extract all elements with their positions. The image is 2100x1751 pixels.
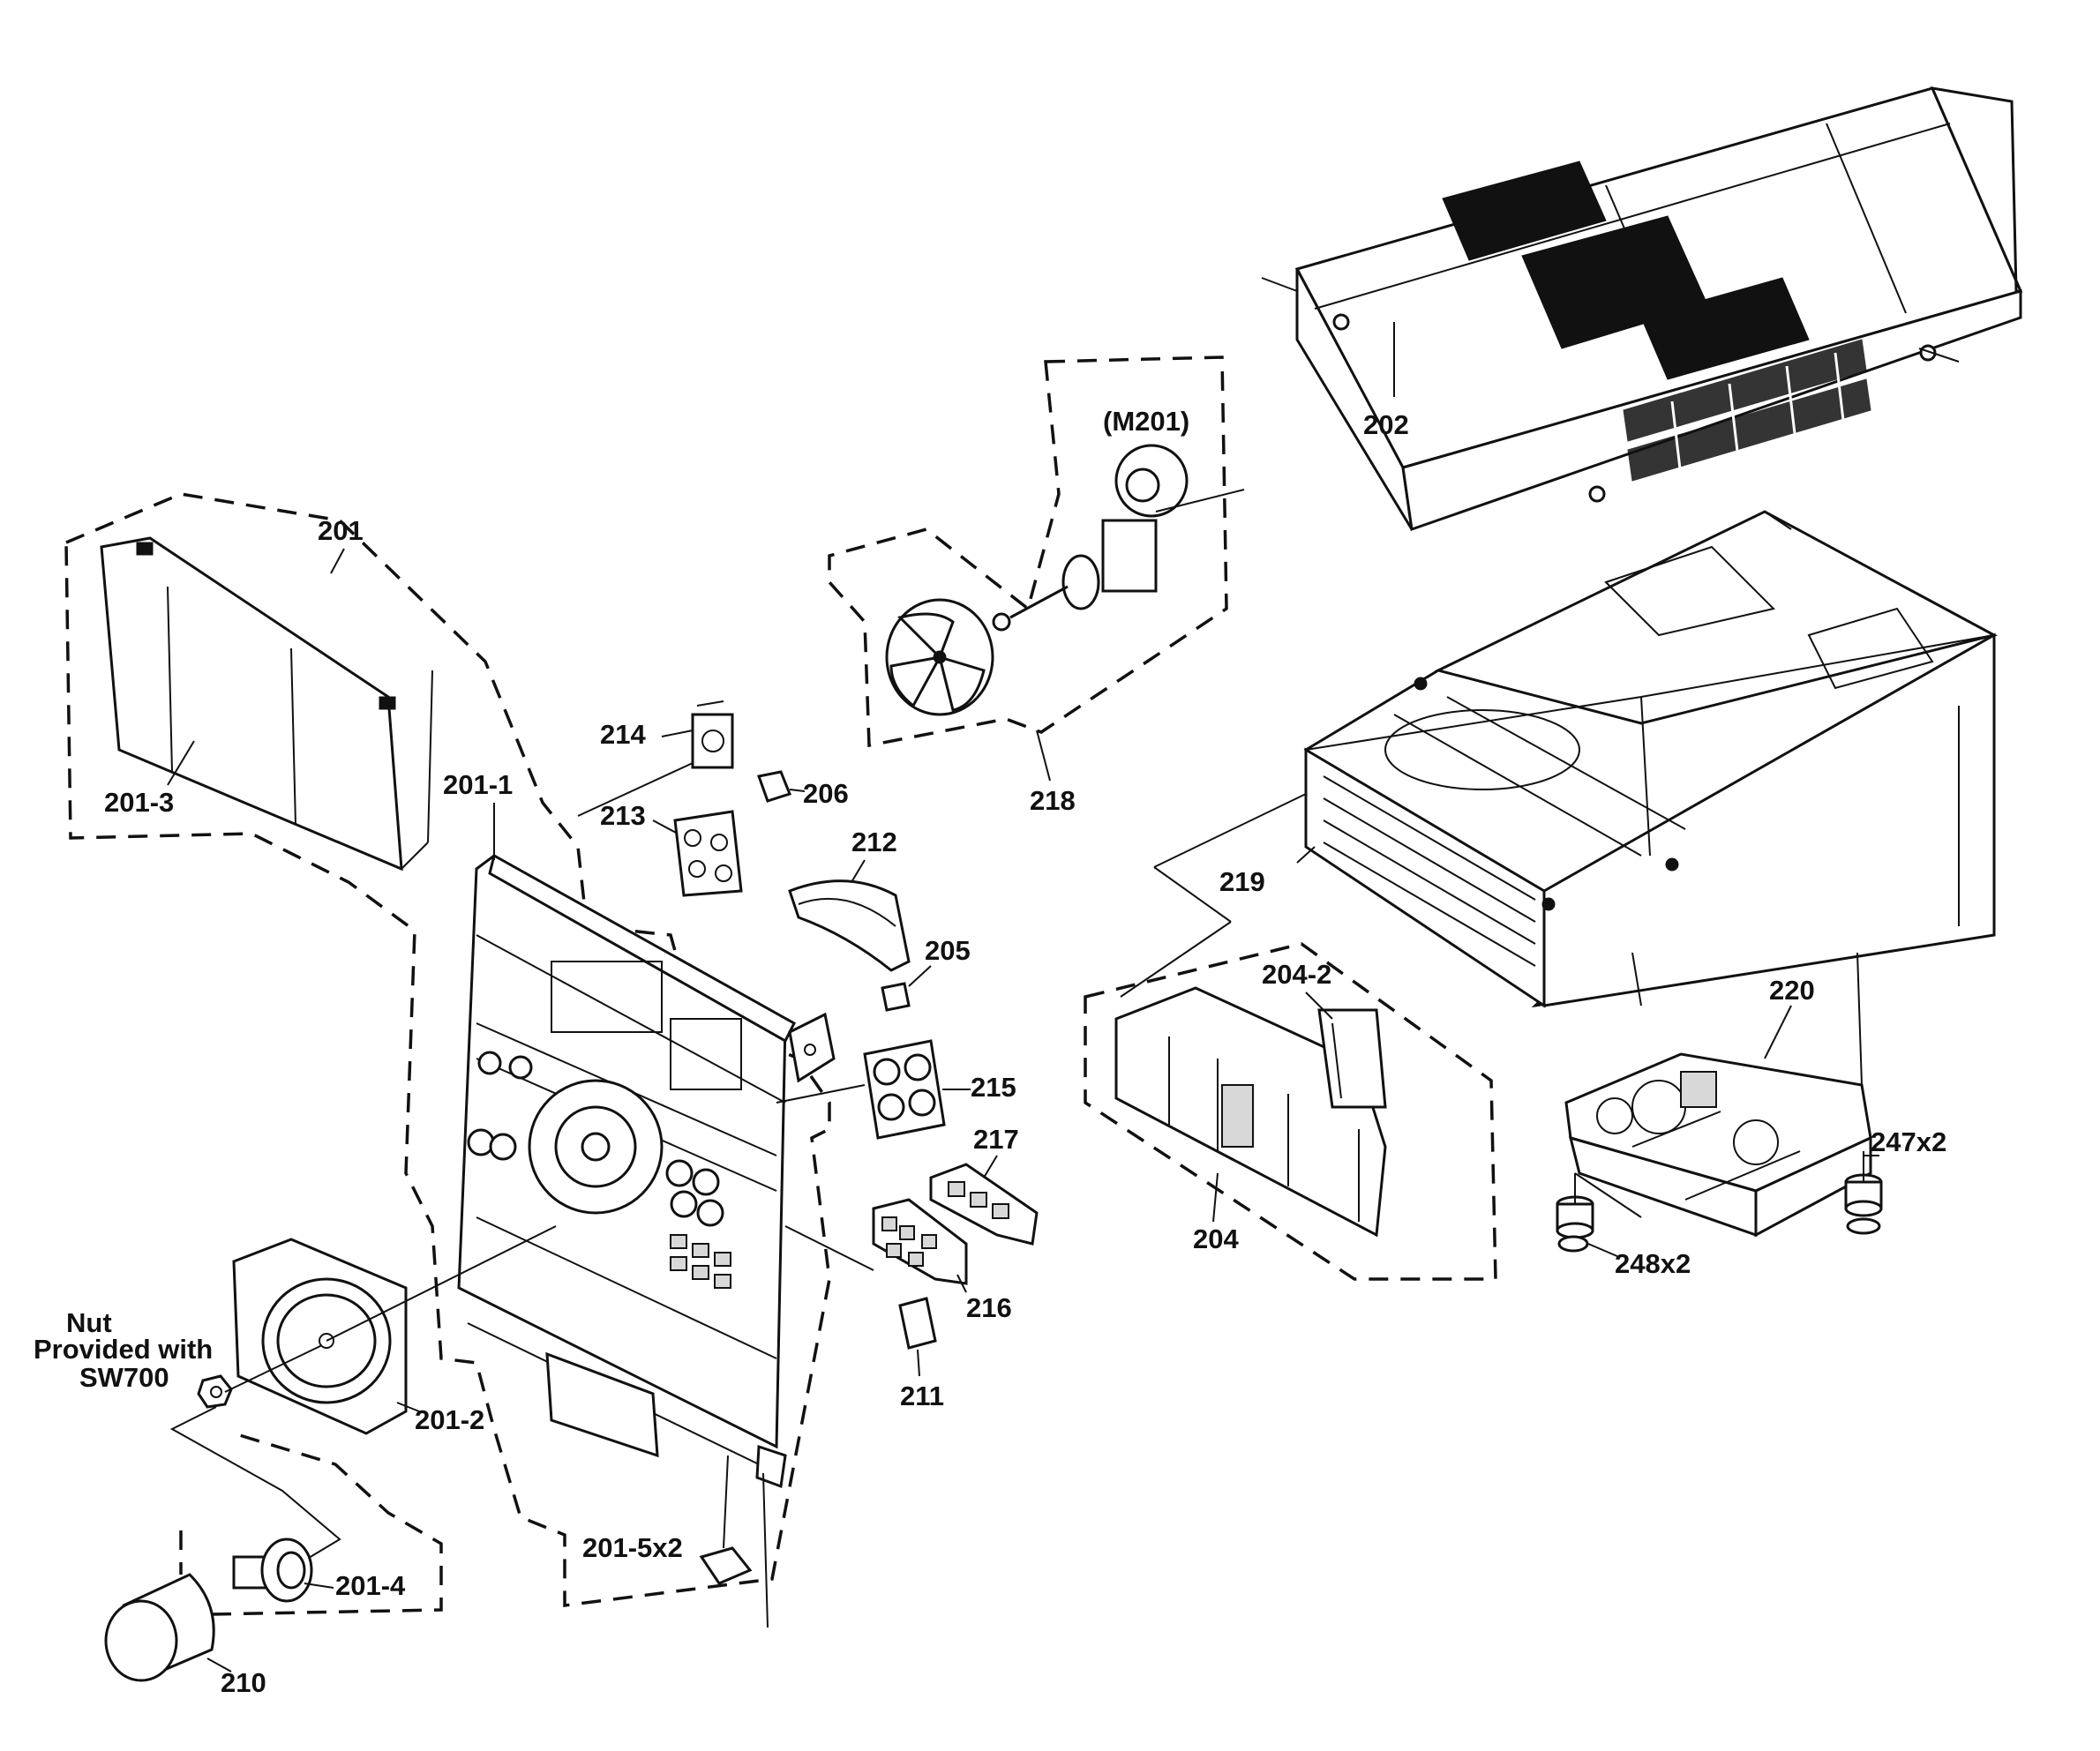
part-219-cd-mechanism	[1303, 510, 1999, 1008]
label-201-2: 201-2	[415, 1404, 484, 1435]
part-206-clip	[757, 770, 791, 803]
part-213-buttons	[673, 810, 743, 897]
knob-leaders	[169, 1406, 341, 1567]
label-201-3: 201-3	[104, 787, 174, 818]
part-248-foot	[1556, 1195, 1594, 1253]
part-201-5-foot	[699, 1546, 753, 1585]
label-217: 217	[973, 1124, 1019, 1155]
part-215-buttons	[863, 1039, 946, 1140]
label-m201: (M201)	[1103, 406, 1189, 437]
label-202: 202	[1363, 409, 1409, 440]
part-nut	[197, 1374, 233, 1409]
part-201-1-front-panel	[457, 853, 796, 1489]
label-212: 212	[851, 827, 897, 857]
part-218-fan	[885, 598, 994, 716]
part-214-button	[691, 700, 734, 769]
label-nut-line2: Provided with	[34, 1334, 213, 1365]
label-204-2: 204-2	[1262, 959, 1331, 990]
label-219: 219	[1219, 866, 1265, 897]
part-202-top-cover	[1261, 86, 2023, 532]
panel-bracket	[788, 1012, 836, 1083]
label-201: 201	[318, 515, 364, 546]
group-boundary-218	[828, 355, 1228, 748]
part-220-pickup	[1564, 1052, 1872, 1238]
label-213: 213	[600, 800, 646, 831]
part-201-2-ring	[232, 1238, 408, 1435]
label-nut-line1: Nut	[66, 1307, 112, 1338]
part-247-foot	[1844, 1173, 1883, 1235]
part-205-clip	[881, 982, 911, 1012]
label-206: 206	[803, 778, 849, 809]
label-247: 247x2	[1871, 1126, 1946, 1157]
label-216: 216	[966, 1292, 1012, 1323]
part-m201-motor	[992, 444, 1245, 632]
label-nut-line3: SW700	[79, 1362, 169, 1393]
part-217-switch-block	[929, 1163, 1039, 1246]
label-201-4: 201-4	[335, 1570, 406, 1601]
label-204: 204	[1193, 1223, 1239, 1254]
group-boundary-201-4	[179, 1432, 443, 1616]
part-216-switch-block	[872, 1198, 968, 1285]
label-214: 214	[600, 719, 646, 750]
label-220: 220	[1769, 975, 1815, 1006]
part-210-knob	[104, 1573, 215, 1682]
part-201-4-shaft	[232, 1538, 313, 1603]
part-201-3-lid	[100, 536, 403, 872]
part-204-cd-door	[1114, 986, 1387, 1238]
label-211: 211	[900, 1381, 944, 1411]
label-215: 215	[971, 1072, 1016, 1103]
label-218: 218	[1030, 785, 1076, 816]
label-205: 205	[925, 935, 971, 966]
part-204-2-bracket	[1317, 1008, 1387, 1109]
vent-grid	[1623, 339, 1871, 482]
label-201-1: 201-1	[443, 769, 513, 800]
label-248: 248x2	[1615, 1248, 1691, 1279]
group-boundary-201	[64, 492, 831, 1607]
part-211-switch	[898, 1297, 937, 1350]
label-201-5: 201-5x2	[582, 1532, 683, 1563]
part-212-arc-button	[788, 879, 911, 972]
group-boundary-204	[1084, 942, 1497, 1281]
label-210: 210	[221, 1667, 266, 1698]
